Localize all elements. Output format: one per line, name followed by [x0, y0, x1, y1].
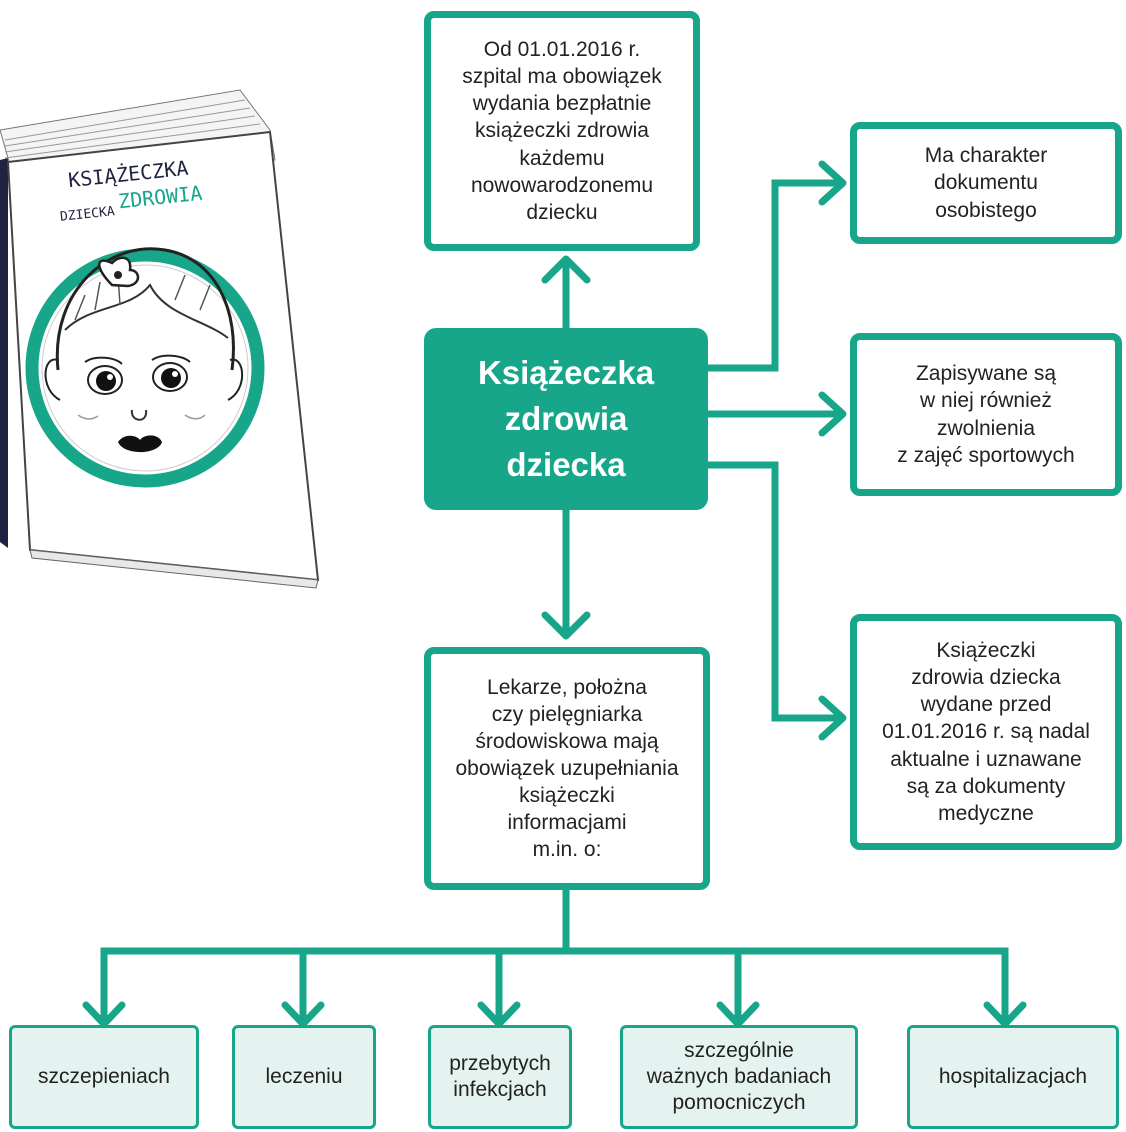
leaf-5: hospitalizacjach: [907, 1025, 1119, 1129]
arrowhead-leaf3: [477, 1001, 521, 1028]
box-top-text: Od 01.01.2016 r. szpital ma obowiązek wy…: [462, 38, 662, 224]
leaf-2-text: leczeniu: [265, 1064, 343, 1088]
arrowhead-leaf5: [983, 1001, 1027, 1028]
arrowhead-leaf1: [82, 1001, 126, 1028]
box-bottom-text: Lekarze, położna czy pielęgniarka środow…: [455, 675, 679, 862]
leaf-3: przebytych infekcjach: [428, 1025, 572, 1129]
center-node-title: Książeczka zdrowia dziecka: [477, 353, 655, 484]
leaf-1: szczepieniach: [9, 1025, 199, 1129]
leaf-4: szczególnie ważnych badaniach pomocniczy…: [620, 1025, 858, 1129]
arrowhead-up: [541, 255, 591, 284]
leaf-2: leczeniu: [232, 1025, 376, 1129]
leaf-1-text: szczepieniach: [38, 1064, 170, 1088]
box-right2-text: Zapisywane są w niej również zwolnienia …: [897, 362, 1075, 467]
box-top: Od 01.01.2016 r. szpital ma obowiązek wy…: [424, 11, 700, 251]
arrowhead-right2: [818, 391, 847, 437]
arrowhead-leaf4: [716, 1001, 760, 1028]
arrowhead-right1: [818, 160, 847, 206]
center-node: Książeczka zdrowia dziecka: [424, 328, 708, 510]
leaf-3-text: przebytych infekcjach: [449, 1051, 551, 1101]
leaf-4-text: szczególnie ważnych badaniach pomocniczy…: [646, 1038, 832, 1115]
box-bottom: Lekarze, położna czy pielęgniarka środow…: [424, 647, 710, 890]
box-right2: Zapisywane są w niej również zwolnienia …: [850, 333, 1122, 496]
leaf-5-text: hospitalizacjach: [938, 1064, 1088, 1088]
box-right1-text: Ma charakter dokumentu osobistego: [924, 144, 1048, 222]
arrowhead-leaf2: [281, 1001, 325, 1028]
box-right1: Ma charakter dokumentu osobistego: [850, 122, 1122, 244]
book-drawing: [0, 89, 320, 589]
arrowhead-down: [541, 611, 591, 640]
box-right3-text: Książeczki zdrowia dziecka wydane przed …: [882, 639, 1090, 825]
box-right3: Książeczki zdrowia dziecka wydane przed …: [850, 614, 1122, 850]
book-illustration: KSIĄŻECZKA ZDROWIA DZIECKA: [0, 70, 330, 630]
connector-to-right3: [702, 461, 844, 722]
connector-to-right1: [702, 179, 844, 372]
arrowhead-right3: [818, 695, 847, 741]
